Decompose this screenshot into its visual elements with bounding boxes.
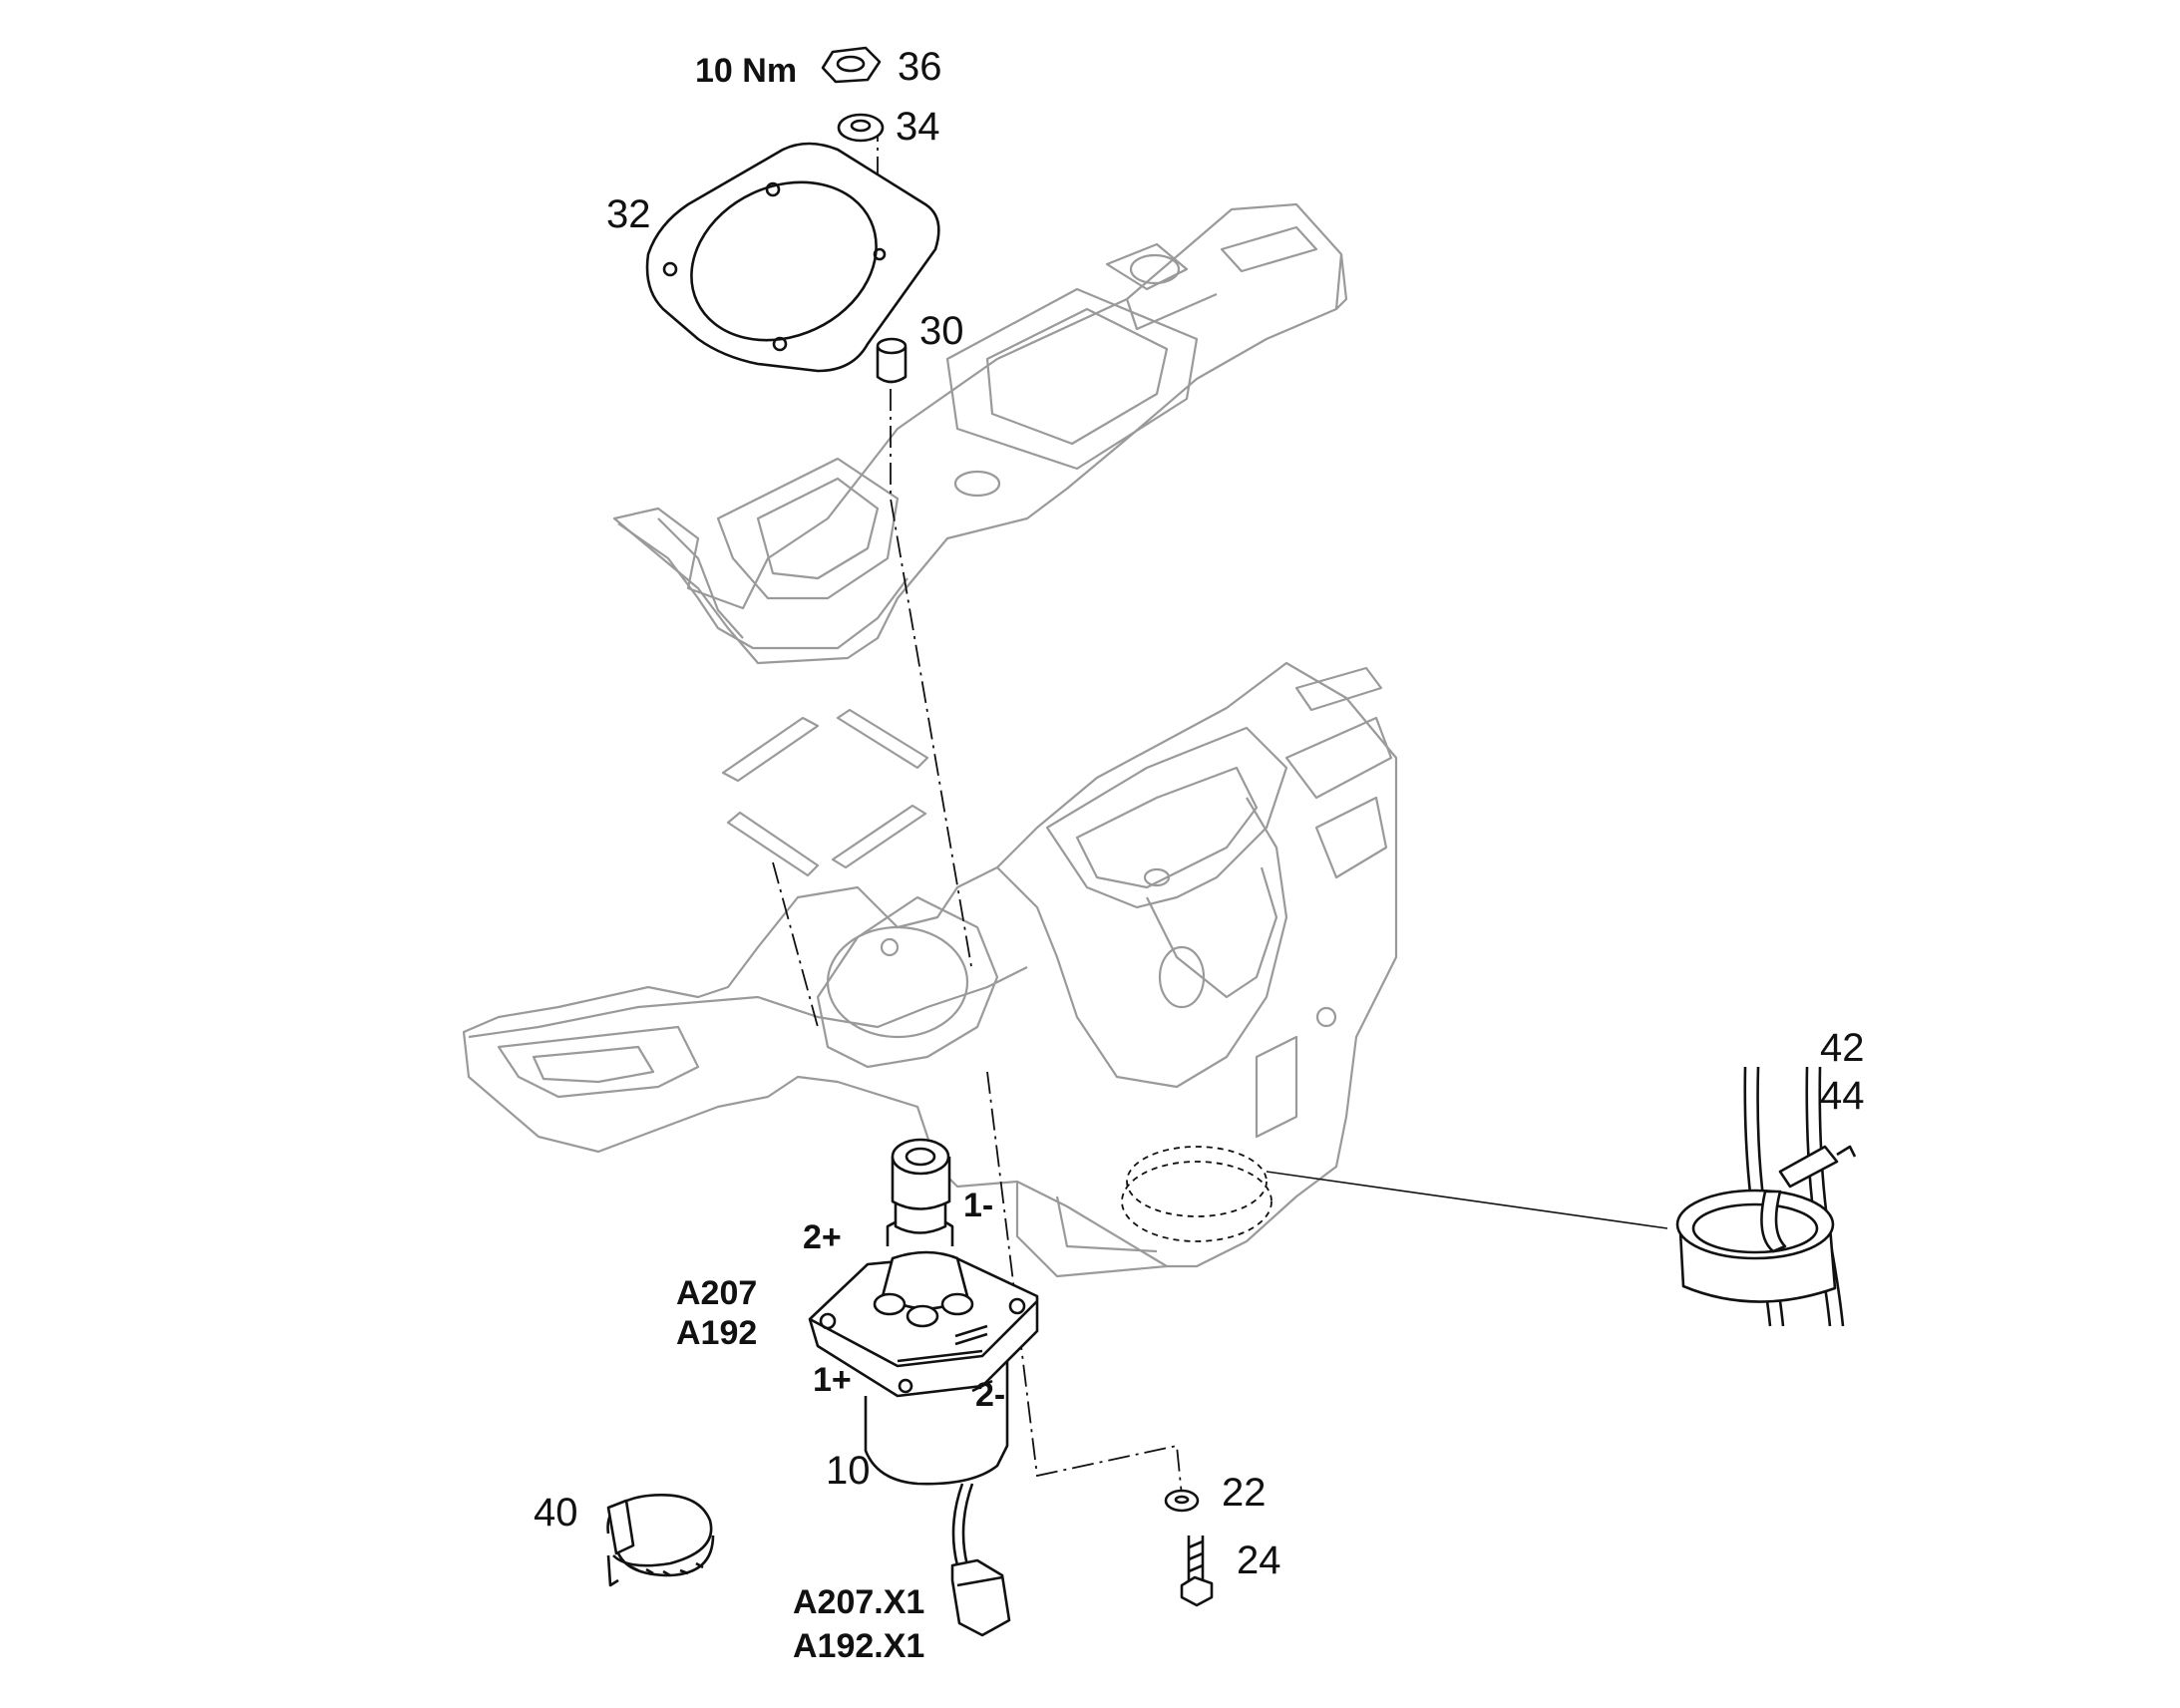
label-30: 30 [919, 309, 964, 353]
cable-tie-42-44 [1675, 1066, 1857, 1327]
screw-24 [1180, 1536, 1214, 1607]
cover-plate-32 [645, 142, 940, 373]
washer-22 [1164, 1489, 1200, 1513]
label-24: 24 [1237, 1538, 1281, 1582]
terminal-2-minus: 2- [975, 1376, 1005, 1414]
label-40: 40 [534, 1491, 578, 1535]
component-label-a207: A207 [676, 1274, 757, 1312]
label-10: 10 [826, 1449, 871, 1493]
label-42: 42 [1820, 1026, 1865, 1070]
foam-strips [721, 708, 929, 877]
terminal-1-minus: 1- [963, 1187, 993, 1224]
upper-console-cover [612, 202, 1348, 665]
spacer-30 [876, 337, 908, 384]
torque-spec: 10 Nm [695, 52, 797, 90]
label-36: 36 [898, 45, 942, 89]
component-label-a192: A192 [676, 1314, 757, 1352]
hose-clamp-40 [606, 1494, 715, 1587]
annotation-labels: 10 Nm A207 A192 A207.X1 A192.X1 1- 2+ 1+… [676, 52, 1005, 1665]
actuator-10 [808, 1138, 1039, 1637]
washer-34 [837, 113, 885, 143]
nut-36 [821, 46, 882, 84]
lower-console-frame [462, 661, 1398, 1278]
terminal-2-plus: 2+ [803, 1218, 842, 1256]
connector-label-a207-x1: A207.X1 [793, 1583, 924, 1621]
label-32: 32 [606, 192, 651, 236]
connector-label-a192-x1: A192.X1 [793, 1627, 924, 1665]
label-44: 44 [1820, 1074, 1865, 1118]
part-number-labels: 36 34 32 30 10 22 24 40 42 44 [534, 45, 1865, 1582]
label-22: 22 [1222, 1471, 1267, 1515]
terminal-1-plus: 1+ [813, 1361, 852, 1399]
label-34: 34 [896, 105, 940, 149]
